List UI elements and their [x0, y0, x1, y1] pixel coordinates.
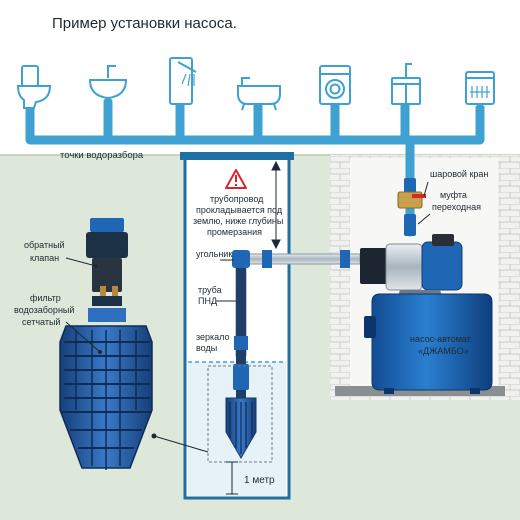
pump-unit [360, 234, 463, 302]
adapter-coupling [404, 214, 416, 236]
sink-icon [88, 65, 128, 104]
check-valve-label-2: клапан [30, 253, 59, 263]
one-meter-marker [226, 461, 238, 495]
well-cap [180, 152, 294, 160]
room-floor [335, 386, 505, 396]
mirror-label-1: зеркало [196, 332, 230, 342]
water-points-label: точки водоразбора [60, 150, 144, 161]
one-meter-label: 1 метр [244, 475, 275, 486]
filter-small [225, 397, 257, 460]
pipe-label-2: ПНД [198, 296, 217, 306]
shower-icon [169, 57, 197, 105]
warning-icon [225, 169, 247, 189]
pressure-tank [364, 293, 493, 394]
svg-text:промерзания: промерзания [207, 227, 262, 237]
diagram-title: Пример установки насоса. [52, 15, 237, 32]
svg-text:землю, ниже глубины: землю, ниже глубины [193, 216, 283, 226]
filter-callout-line [153, 435, 209, 453]
svg-text:прокладывается под: прокладывается под [196, 205, 283, 215]
coupling-label-1: муфта [440, 190, 467, 200]
depth-arrow [271, 160, 281, 250]
filter-label-1: фильтр [30, 293, 61, 303]
bathtub-icon [237, 77, 281, 111]
pump-label-1: насос-автомат [410, 334, 471, 344]
check-valve-label-1: обратный [24, 240, 65, 250]
filter-highlight [207, 365, 273, 463]
filter-label-3: сетчатый [22, 317, 60, 327]
pipeline-note: трубопровод прокладывается под землю, ни… [193, 194, 283, 237]
mirror-label-2: воды [196, 343, 217, 353]
dishwasher-icon [465, 71, 495, 105]
pump-label-2: «ДЖАМБО» [418, 346, 469, 356]
filter-label-2: водозаборный [14, 305, 74, 315]
pnd-pipe [233, 268, 249, 398]
filter-callout-dot [151, 433, 157, 439]
svg-text:трубопровод: трубопровод [210, 194, 264, 204]
coupling-label-2: переходная [432, 202, 481, 212]
pipe-label-1: труба [198, 285, 222, 295]
filter-large [59, 308, 153, 470]
kitchen-sink-icon [391, 63, 421, 105]
elbow-fitting [232, 250, 250, 268]
riser-fittings [397, 178, 426, 236]
check-valve-large [86, 218, 128, 306]
ball-valve-label: шаровой кран [430, 169, 488, 179]
toilet-icon [16, 65, 52, 109]
check-valve-small [233, 364, 249, 390]
washing-machine-icon [319, 65, 351, 105]
elbow-label: угольник [196, 249, 232, 259]
